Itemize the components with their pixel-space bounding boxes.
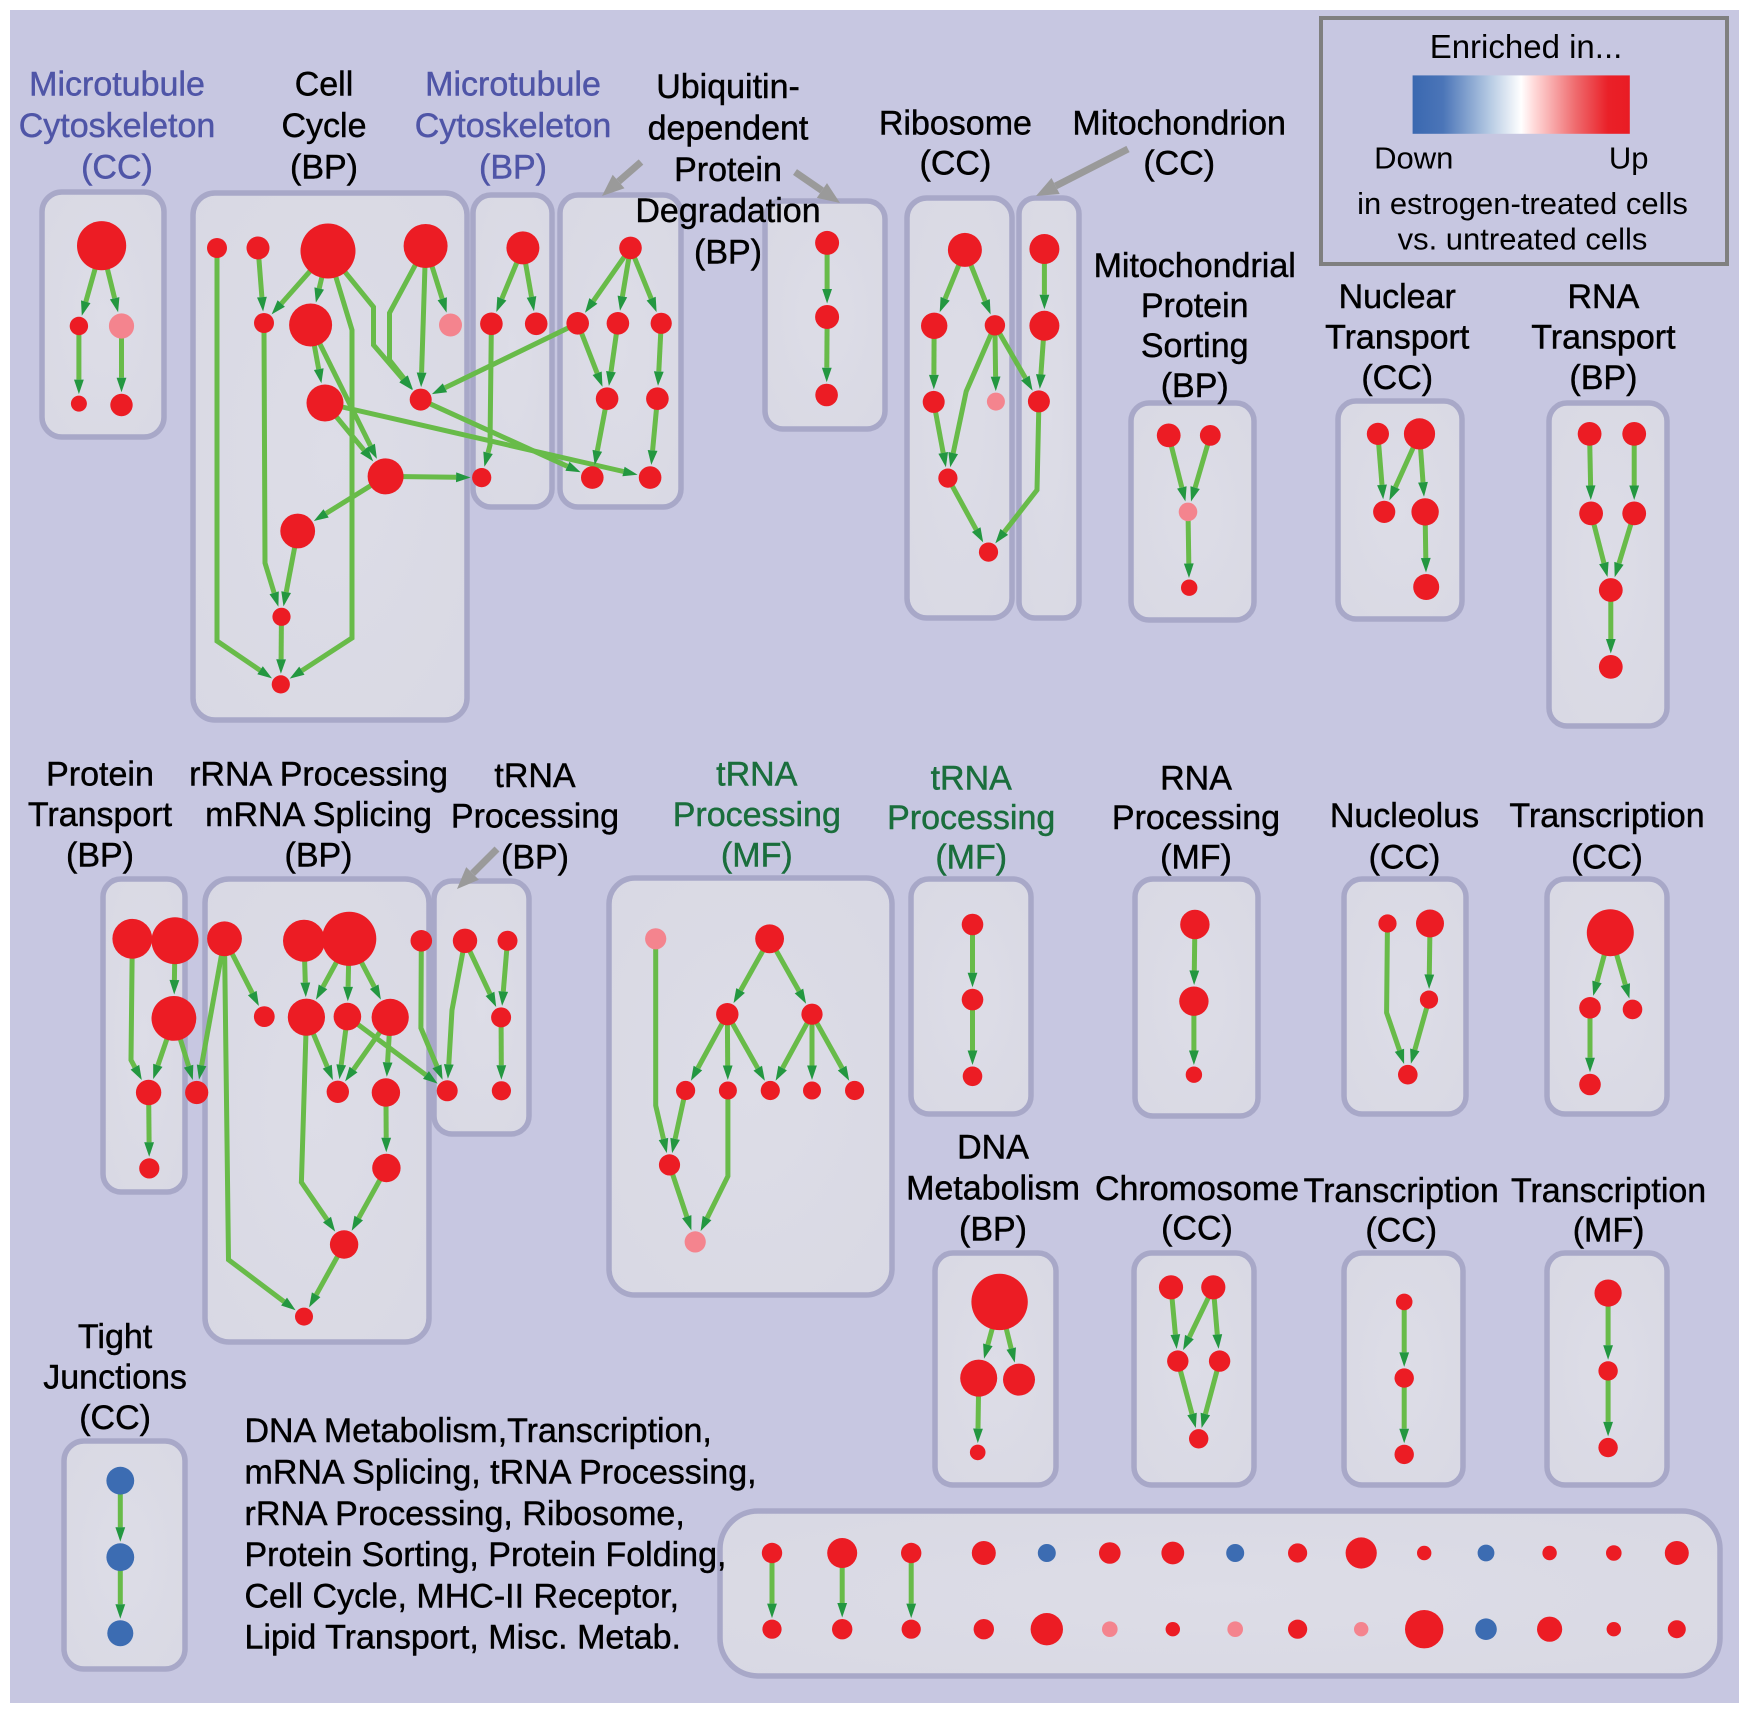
svg-text:(BP): (BP) [1161,367,1229,405]
svg-text:(BP): (BP) [694,234,762,272]
svg-text:dependent: dependent [648,109,809,147]
svg-text:Protein: Protein [1141,287,1249,325]
svg-text:DNA: DNA [957,1129,1029,1167]
svg-text:Microtubule: Microtubule [425,66,601,104]
svg-text:Cell: Cell [295,66,354,104]
svg-text:Cycle: Cycle [281,107,366,145]
svg-text:(CC): (CC) [1361,359,1433,397]
svg-text:Tight: Tight [78,1318,153,1356]
svg-text:Transcription: Transcription [1304,1172,1499,1210]
svg-text:Transport: Transport [1325,319,1470,357]
svg-text:(BP): (BP) [285,837,353,875]
svg-text:Transcription: Transcription [1511,1172,1706,1210]
svg-text:Nucleolus: Nucleolus [1330,797,1479,835]
svg-text:Degradation: Degradation [635,192,820,230]
svg-text:(BP): (BP) [290,149,358,187]
svg-text:(CC): (CC) [1571,839,1643,877]
svg-text:DNA Metabolism,Transcription,: DNA Metabolism,Transcription, [245,1412,712,1450]
svg-text:(BP): (BP) [501,838,569,876]
svg-text:Transport: Transport [1531,319,1676,357]
svg-text:(CC): (CC) [1365,1212,1437,1250]
svg-text:(MF): (MF) [721,837,793,875]
svg-text:(MF): (MF) [935,839,1007,877]
svg-text:(CC): (CC) [79,1399,151,1437]
svg-text:Enriched in...: Enriched in... [1430,28,1623,65]
svg-text:Protein: Protein [674,151,782,189]
svg-text:Nuclear: Nuclear [1339,278,1456,316]
svg-text:Processing: Processing [1112,799,1280,837]
svg-text:RNA: RNA [1160,760,1232,798]
svg-text:tRNA: tRNA [716,756,798,794]
svg-text:tRNA: tRNA [494,757,576,795]
svg-text:Lipid Transport, Misc. Metab.: Lipid Transport, Misc. Metab. [245,1619,682,1657]
svg-text:rRNA Processing, Ribosome,: rRNA Processing, Ribosome, [245,1495,685,1533]
svg-text:Transport: Transport [28,796,173,834]
svg-text:(CC): (CC) [1143,145,1215,183]
svg-text:(BP): (BP) [479,149,547,187]
svg-text:Protein Sorting, Protein Foldi: Protein Sorting, Protein Folding, [245,1536,727,1574]
svg-text:vs. untreated cells: vs. untreated cells [1398,221,1648,256]
svg-text:(MF): (MF) [1573,1212,1645,1250]
svg-text:Microtubule: Microtubule [29,66,205,104]
svg-text:Processing: Processing [451,798,619,836]
svg-text:RNA: RNA [1568,278,1640,316]
svg-text:Mitochondrion: Mitochondrion [1072,104,1286,142]
svg-text:(CC): (CC) [1161,1210,1233,1248]
svg-text:Cell Cycle, MHC-II Receptor,: Cell Cycle, MHC-II Receptor, [245,1577,680,1615]
svg-text:mRNA Splicing: mRNA Splicing [205,796,432,834]
svg-text:Processing: Processing [673,796,841,834]
svg-text:Down: Down [1374,140,1453,175]
svg-text:Protein: Protein [46,755,154,793]
svg-text:Sorting: Sorting [1141,327,1249,365]
svg-text:tRNA: tRNA [931,760,1013,798]
svg-text:Junctions: Junctions [43,1359,187,1397]
svg-text:(BP): (BP) [66,837,134,875]
svg-text:(BP): (BP) [959,1211,1027,1249]
svg-text:Metabolism: Metabolism [906,1170,1080,1208]
svg-text:Cytoskeleton: Cytoskeleton [19,107,216,145]
svg-text:Chromosome: Chromosome [1095,1170,1299,1208]
svg-text:in estrogen-treated cells: in estrogen-treated cells [1357,186,1688,221]
svg-text:(CC): (CC) [81,149,153,187]
svg-text:rRNA Processing: rRNA Processing [189,755,448,793]
svg-text:Up: Up [1609,140,1649,175]
svg-text:Ribosome: Ribosome [879,104,1032,142]
svg-text:mRNA Splicing, tRNA Processing: mRNA Splicing, tRNA Processing, [245,1454,757,1492]
svg-text:Processing: Processing [887,799,1055,837]
svg-text:Mitochondrial: Mitochondrial [1094,247,1296,285]
svg-text:(CC): (CC) [1369,839,1441,877]
svg-text:(MF): (MF) [1160,839,1232,877]
svg-text:(BP): (BP) [1569,359,1637,397]
svg-text:Transcription: Transcription [1509,797,1704,835]
svg-text:Cytoskeleton: Cytoskeleton [415,107,612,145]
svg-text:Ubiquitin-: Ubiquitin- [656,68,800,106]
svg-text:(CC): (CC) [920,145,992,183]
